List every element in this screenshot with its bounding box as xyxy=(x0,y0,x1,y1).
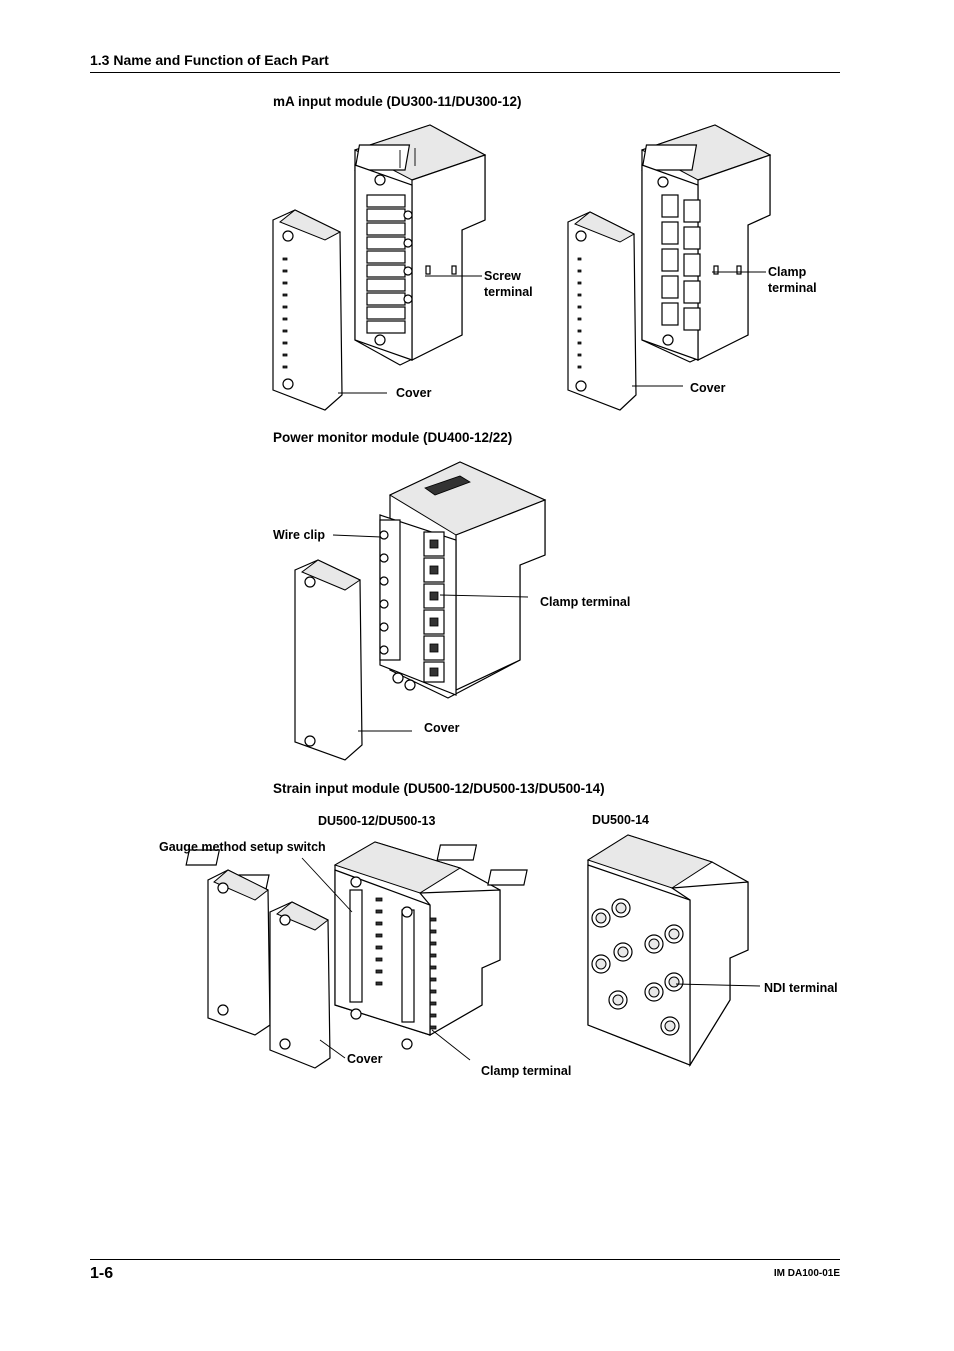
clamp-terminal-label-ma: Clamp terminal xyxy=(768,265,817,295)
strain-ndi-module-drawing xyxy=(436,834,761,1068)
strain-module-title: Strain input module (DU500-12/DU500-13/D… xyxy=(273,781,605,796)
strain-clamp-module-drawing xyxy=(185,841,501,1069)
header-rule xyxy=(90,72,840,73)
wire-clip-label: Wire clip xyxy=(273,528,325,542)
ndi-terminal-label: NDI terminal xyxy=(764,981,838,995)
power-clamp-blocks xyxy=(423,531,445,683)
footer-rule xyxy=(90,1259,840,1260)
cover-label-strain: Cover xyxy=(347,1052,383,1066)
model-label-du500-12-13: DU500-12/DU500-13 xyxy=(318,814,436,828)
ma-clamp-module-drawing xyxy=(567,124,772,411)
clamp-terminal-label-power: Clamp terminal xyxy=(540,595,631,609)
model-label-du500-14: DU500-14 xyxy=(592,813,649,827)
cover-label-power: Cover xyxy=(424,721,460,735)
document-id: IM DA100-01E xyxy=(773,1268,840,1279)
clamp-terminal-blocks xyxy=(661,194,701,331)
ma-module-title: mA input module (DU300-11/DU300-12) xyxy=(273,94,522,109)
section-header: 1.3 Name and Function of Each Part xyxy=(90,52,329,68)
screw-terminal-rows xyxy=(366,194,413,334)
clamp-terminal-label-strain: Clamp terminal xyxy=(481,1064,572,1078)
power-module-drawing xyxy=(294,461,547,761)
ma-screw-module-drawing xyxy=(272,124,487,411)
page-number: 1-6 xyxy=(90,1265,114,1282)
gauge-switch-label: Gauge method setup switch xyxy=(159,840,326,854)
cover-label-ma-right: Cover xyxy=(690,381,726,395)
power-module-title: Power monitor module (DU400-12/22) xyxy=(273,430,513,445)
screw-terminal-label: Screw terminal xyxy=(484,269,533,299)
wire-clip-dots xyxy=(379,530,389,655)
ndi-connectors xyxy=(591,898,684,1036)
cover-label-ma-left: Cover xyxy=(396,386,432,400)
